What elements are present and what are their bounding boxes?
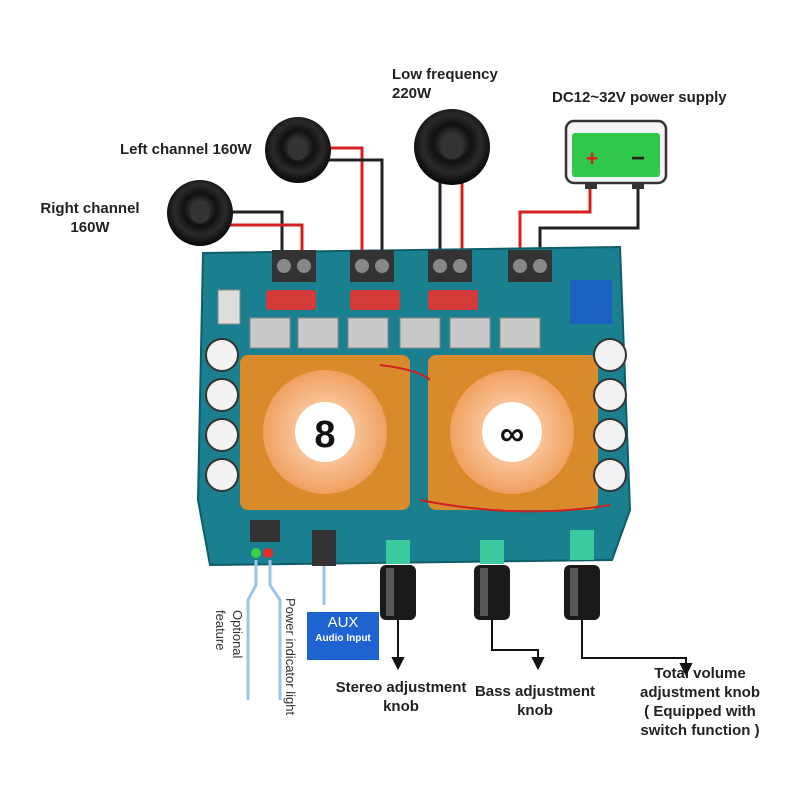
- electrolytic-capacitors: [205, 338, 627, 492]
- red-capacitors: [266, 290, 478, 310]
- volume-knob-icon: [564, 530, 600, 620]
- stereo-knob-icon: [380, 540, 416, 620]
- power-supply-label: DC12~32V power supply: [552, 89, 727, 106]
- callout-arrows: [391, 620, 693, 677]
- switch-component: [217, 289, 241, 325]
- inductors: [249, 317, 541, 349]
- bass-knob-icon: [474, 540, 510, 620]
- aux-title: AUX: [327, 614, 359, 631]
- left-channel-label: Left channel 160W: [120, 141, 252, 158]
- battery-icon: [564, 119, 668, 189]
- heatsink-left: 8: [240, 355, 410, 510]
- aux-jack: [312, 530, 336, 566]
- relay: [570, 280, 612, 324]
- battery-plus: +: [586, 146, 599, 171]
- left-speaker-icon: [265, 117, 331, 183]
- svg-text:∞: ∞: [500, 415, 524, 453]
- aux-subtitle: Audio Input: [315, 633, 371, 644]
- chip: [250, 520, 280, 542]
- battery-minus: −: [631, 145, 645, 172]
- aux-input-box: AUX Audio Input: [307, 612, 379, 660]
- speaker-terminals: [272, 250, 552, 282]
- power-led: [263, 548, 273, 558]
- green-led: [251, 548, 261, 558]
- heatsink-right: ∞: [428, 355, 598, 510]
- right-speaker-icon: [167, 180, 233, 246]
- led-callouts: [246, 560, 326, 700]
- subwoofer-speaker-icon: [414, 109, 490, 185]
- svg-text:8: 8: [314, 414, 335, 456]
